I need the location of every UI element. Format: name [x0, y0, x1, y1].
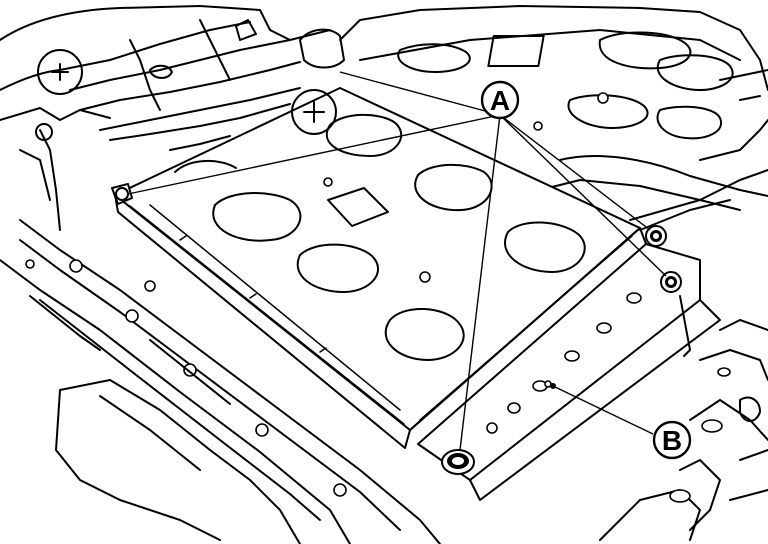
plus-boss-left — [37, 49, 83, 95]
cover-square-pad — [327, 187, 389, 227]
hose-fitting — [299, 28, 345, 69]
cover-top-surface — [114, 87, 641, 431]
callout-b-label: B — [662, 425, 682, 456]
cover-recess — [212, 192, 302, 242]
cover-recess — [384, 308, 465, 361]
bolt-bottom — [441, 449, 475, 475]
battery-cover — [114, 87, 647, 449]
bolt-right-lower — [660, 271, 682, 293]
cover-recess — [296, 243, 379, 293]
callout-a-label: A — [490, 85, 510, 116]
callout-b: B — [652, 420, 692, 460]
cover-recess — [504, 221, 586, 273]
leader-line-b — [552, 385, 654, 435]
plus-icon-left — [51, 63, 69, 81]
lower-left-flange — [0, 219, 441, 544]
plus-icon-cover — [303, 101, 325, 123]
bolt-right-upper — [645, 225, 667, 247]
callout-a: A — [480, 80, 520, 120]
lower-right-bracket — [599, 319, 768, 541]
cover-recess — [414, 163, 493, 212]
bolt-group-a — [111, 183, 682, 475]
cover-recess — [325, 113, 403, 157]
plus-boss-cover — [291, 89, 337, 135]
leader-lines-a — [127, 71, 667, 451]
upper-right-tray — [339, 5, 768, 231]
upper-left-mechanism — [0, 5, 345, 231]
